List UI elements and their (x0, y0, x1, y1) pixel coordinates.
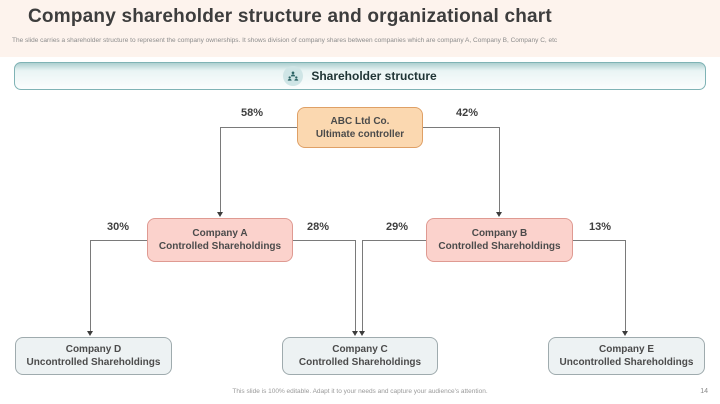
connector-b-to-c-horizontal (362, 240, 426, 241)
percentage-b-to-e: 13% (588, 221, 612, 233)
node-company-a: Company A Controlled Shareholdings (147, 218, 293, 262)
node-title: Company B (471, 228, 528, 239)
connector-b-to-e-horizontal (573, 240, 625, 241)
slide-footer-note: This slide is 100% editable. Adapt it to… (232, 388, 488, 395)
percentage-a-to-c: 28% (306, 221, 330, 233)
slide-subtitle: The slide carries a shareholder structur… (12, 37, 558, 44)
page-number: 14 (700, 388, 708, 395)
arrow-down-icon (496, 212, 502, 217)
arrow-down-icon (217, 212, 223, 217)
percentage-a-to-d: 30% (106, 221, 130, 233)
node-title: Company E (598, 344, 654, 355)
percentage-b-to-c: 29% (385, 221, 409, 233)
node-subtitle: Controlled Shareholdings (298, 357, 422, 368)
node-abc-ltd-ultimate-controller: ABC Ltd Co. Ultimate controller (297, 107, 423, 148)
node-company-e: Company E Uncontrolled Shareholdings (548, 337, 705, 375)
connector-root-to-a-vertical (220, 127, 221, 212)
header-band (0, 0, 720, 57)
connector-a-to-c-vertical (355, 240, 356, 331)
node-subtitle: Uncontrolled Shareholdings (559, 357, 694, 368)
node-company-b: Company B Controlled Shareholdings (426, 218, 573, 262)
node-title: Company C (332, 344, 388, 355)
connector-root-to-a-horizontal (220, 127, 297, 128)
arrow-down-icon (87, 331, 93, 336)
connector-root-to-b-vertical (499, 127, 500, 212)
node-title: Company A (192, 228, 248, 239)
arrow-down-icon (352, 331, 358, 336)
shareholder-structure-banner: Shareholder structure (14, 62, 706, 90)
banner-label: Shareholder structure (311, 69, 437, 83)
people-group-icon (283, 66, 304, 86)
slide-title: Company shareholder structure and organi… (28, 6, 552, 27)
arrow-down-icon (622, 331, 628, 336)
connector-root-to-b-horizontal (423, 127, 499, 128)
node-subtitle: Controlled Shareholdings (158, 241, 282, 252)
connector-a-to-c-horizontal (293, 240, 356, 241)
node-company-d: Company D Uncontrolled Shareholdings (15, 337, 172, 375)
node-company-c: Company C Controlled Shareholdings (282, 337, 438, 375)
node-subtitle: Ultimate controller (315, 128, 405, 140)
node-subtitle: Controlled Shareholdings (438, 241, 561, 252)
percentage-root-to-a: 58% (240, 107, 264, 119)
node-title: ABC Ltd Co. (330, 115, 390, 127)
connector-b-to-e-vertical (625, 240, 626, 331)
connector-a-to-d-vertical (90, 240, 91, 331)
percentage-root-to-b: 42% (455, 107, 479, 119)
node-subtitle: Uncontrolled Shareholdings (26, 357, 161, 368)
connector-a-to-d-horizontal (90, 240, 147, 241)
arrow-down-icon (359, 331, 365, 336)
connector-b-to-c-vertical (362, 240, 363, 331)
node-title: Company D (65, 344, 122, 355)
